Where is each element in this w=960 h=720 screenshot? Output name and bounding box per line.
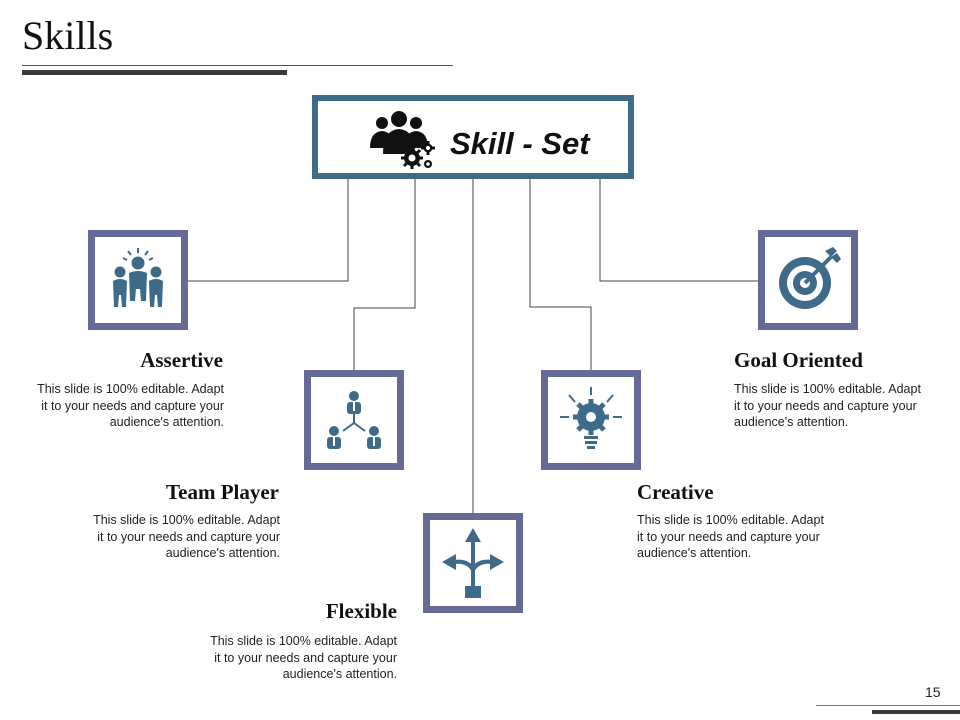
page-number: 15 — [925, 684, 941, 700]
assertive-icon-box — [88, 230, 188, 330]
creative-title: Creative — [637, 480, 714, 504]
footer-line-thick — [872, 710, 960, 714]
crowd-icon — [113, 248, 163, 307]
gear-bulb-icon — [560, 387, 622, 449]
target-icon — [779, 247, 841, 309]
slide-title: Skills — [22, 13, 114, 58]
team-network-icon — [327, 391, 381, 449]
flexible-title: Flexible — [325, 599, 397, 623]
title-underline-thin — [22, 65, 453, 66]
team-player-icon-box — [304, 370, 404, 470]
connector-goal-oriented — [599, 179, 760, 282]
footer-line-thin — [816, 705, 960, 706]
creative-icon-box — [541, 370, 641, 470]
assertive-description: This slide is 100% editable. Adapt it to… — [37, 382, 224, 429]
connector-creative — [529, 179, 592, 372]
skill-set-label: Skill - Set — [450, 126, 590, 161]
goal-oriented-icon-box — [758, 230, 858, 330]
goal-oriented-title: Goal Oriented — [734, 348, 863, 372]
flexible-icon-box — [423, 513, 523, 613]
connector-team-player — [353, 179, 416, 372]
goal-oriented-description: This slide is 100% editable. Adapt it to… — [734, 382, 921, 429]
team-player-title: Team Player — [166, 480, 279, 504]
flexible-description: This slide is 100% editable. Adapt it to… — [210, 634, 397, 681]
creative-description: This slide is 100% editable. Adapt it to… — [637, 513, 824, 560]
connector-assertive — [185, 179, 349, 282]
title-underline-thick — [22, 70, 287, 75]
assertive-title: Assertive — [140, 348, 223, 372]
split-arrows-icon — [442, 528, 504, 598]
skill-set-node: Skill - Set — [312, 95, 634, 179]
team-gears-icon — [370, 111, 435, 169]
team-player-description: This slide is 100% editable. Adapt it to… — [93, 513, 280, 560]
